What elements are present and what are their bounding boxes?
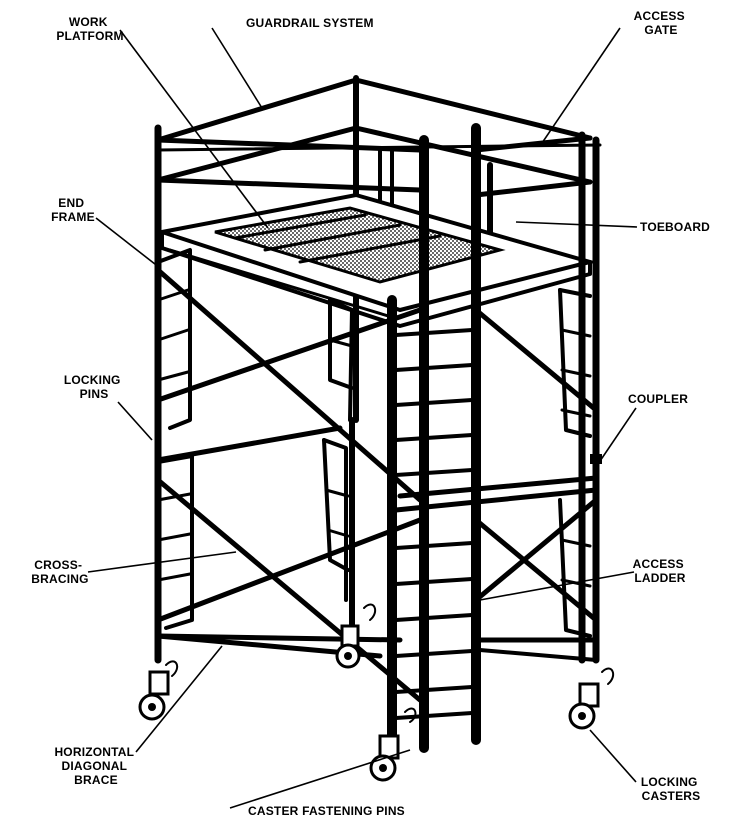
caster-left <box>138 670 170 721</box>
label-access-ladder: ACCESS LADDER <box>633 557 688 585</box>
label-locking-casters: LOCKING CASTERS <box>641 775 701 803</box>
caster-fastening-pins <box>165 603 615 723</box>
label-coupler: COUPLER <box>628 392 688 406</box>
label-locking-pins: LOCKING PINS <box>64 373 124 401</box>
locking-casters <box>138 624 600 782</box>
label-guardrail-system: GUARDRAIL SYSTEM <box>246 16 374 30</box>
caster-right <box>568 682 600 730</box>
label-cross-bracing: CROSS- BRACING <box>31 558 88 586</box>
label-work-platform: WORK PLATFORM <box>56 15 123 43</box>
label-toeboard: TOEBOARD <box>640 220 710 234</box>
caster-front <box>369 734 400 782</box>
callout-labels: WORK PLATFORM GUARDRAIL SYSTEM ACCESS GA… <box>31 9 710 818</box>
scaffold-drawing <box>138 75 615 782</box>
leader-lines <box>87 27 638 809</box>
caster-rear <box>335 624 361 669</box>
label-end-frame: END FRAME <box>51 196 95 224</box>
label-horizontal-diagonal-brace: HORIZONTAL DIAGONAL BRACE <box>54 745 137 787</box>
label-access-gate: ACCESS GATE <box>634 9 689 37</box>
cross-bracing <box>155 267 599 703</box>
work-platform-deck <box>160 192 598 328</box>
coupler <box>590 454 602 464</box>
access-ladder <box>387 123 481 753</box>
label-caster-fastening-pins: CASTER FASTENING PINS <box>248 804 405 818</box>
